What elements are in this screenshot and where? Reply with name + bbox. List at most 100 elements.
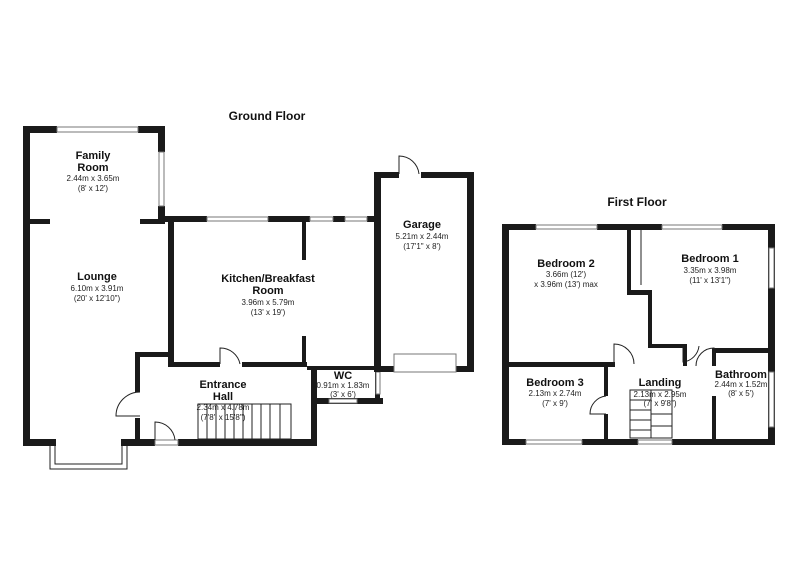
room-name: Landing (639, 377, 682, 389)
room-dimensions: 3.66m (12') (546, 270, 587, 279)
ground-floor-plan (23, 126, 474, 470)
wall (627, 230, 631, 292)
wall (135, 352, 170, 357)
wall (30, 219, 50, 224)
wall (168, 362, 220, 367)
wall (374, 172, 399, 178)
room-name: Bedroom 1 (681, 253, 738, 265)
wall (712, 396, 716, 444)
room-name: Garage (403, 219, 441, 231)
wall (23, 439, 56, 446)
wall (135, 418, 140, 446)
room-kitchen: Kitchen/Breakfast Room 3.96m x 5.79m (13… (221, 273, 315, 317)
wall (627, 290, 651, 295)
room-entrance-hall: Entrance Hall 2.34m x 4.78m (7'8" x 15'8… (197, 379, 250, 422)
garage-door (393, 353, 457, 373)
room-family: Family Room 2.44m x 3.65m (8' x 12') (67, 150, 120, 193)
room-dimensions: 3.35m x 3.98m (684, 266, 737, 275)
room-dimensions: (11' x 13'1") (689, 276, 731, 285)
wall (421, 172, 474, 178)
wall (648, 344, 683, 348)
bedroom2-door-swing (613, 343, 635, 365)
staircase (629, 389, 673, 439)
kitchen-door-swing (219, 347, 241, 365)
room-dimensions: (7'8" x 15'8") (201, 413, 246, 422)
room-bathroom: Bathroom 2.44m x 1.52m (8' x 5') (715, 369, 768, 398)
window (375, 371, 381, 395)
room-name: Entrance (199, 379, 246, 391)
wall (374, 172, 381, 372)
wall (768, 224, 775, 445)
wall (722, 224, 775, 230)
window (535, 224, 598, 230)
room-dimensions: (7' x 9'8") (643, 399, 676, 408)
wall (135, 439, 155, 446)
room-name: Kitchen/Breakfast (221, 273, 315, 285)
room-name: Family (76, 150, 112, 162)
room-dimensions: 2.44m x 1.52m (715, 380, 768, 389)
wall (648, 290, 652, 348)
room-bedroom-1: Bedroom 1 3.35m x 3.98m (11' x 13'1") (681, 253, 738, 285)
room-name: Lounge (77, 271, 117, 283)
ground-floor-title: Ground Floor (229, 109, 306, 123)
wall (456, 366, 474, 372)
room-dimensions: 5.21m x 2.44m (396, 232, 449, 241)
room-landing: Landing 2.13m x 2.95m (7' x 9'8") (634, 377, 687, 408)
wall (158, 206, 165, 220)
room-name: Hall (213, 391, 233, 403)
room-dimensions: (8' x 12') (78, 184, 109, 193)
window (309, 216, 334, 222)
wall (604, 362, 608, 396)
window (328, 398, 358, 404)
room-lounge: Lounge 6.10m x 3.91m (20' x 12'10") (71, 271, 124, 303)
wall (165, 216, 207, 222)
window (661, 224, 723, 230)
window (637, 439, 673, 445)
room-name: Room (77, 162, 108, 174)
bedroom3-door-swing (589, 395, 607, 415)
wall (168, 216, 174, 366)
wall (672, 439, 775, 445)
room-dimensions: 0.91m x 1.83m (317, 381, 370, 390)
room-dimensions: (7' x 9') (542, 399, 568, 408)
wall (502, 224, 509, 445)
wall (268, 216, 310, 222)
window (344, 216, 368, 222)
wall (135, 352, 140, 392)
wall (604, 414, 608, 444)
room-dimensions: (20' x 12'10") (74, 294, 121, 303)
window (525, 439, 583, 445)
wall (502, 439, 526, 445)
wall (467, 172, 474, 372)
wall (509, 362, 615, 367)
wall (307, 366, 377, 370)
room-garage: Garage 5.21m x 2.44m (17'1" x 8') (396, 219, 449, 251)
hall-door-swing (115, 391, 141, 417)
room-name: Room (252, 285, 283, 297)
wall (138, 126, 165, 133)
wall (502, 224, 536, 230)
bay-window (54, 446, 123, 465)
room-dimensions: 2.13m x 2.95m (634, 390, 687, 399)
room-dimensions: (13' x 19') (251, 308, 286, 317)
window (56, 126, 139, 133)
room-dimensions: 2.44m x 3.65m (67, 174, 120, 183)
room-dimensions: (3' x 6') (330, 390, 356, 399)
room-dimensions: (17'1" x 8') (403, 242, 441, 251)
wall (333, 216, 345, 222)
garage-door-swing (398, 155, 420, 175)
room-name: Bedroom 2 (537, 258, 594, 270)
window (768, 371, 775, 428)
room-wc: WC 0.91m x 1.83m (3' x 6') (317, 370, 370, 399)
wall (158, 126, 165, 152)
window (154, 439, 179, 446)
room-dimensions: 6.10m x 3.91m (71, 284, 124, 293)
wall (140, 219, 165, 224)
wall (302, 222, 306, 260)
wall (582, 439, 638, 445)
staircase (197, 403, 292, 440)
bay-window (49, 446, 128, 470)
wall (242, 362, 307, 367)
wall (367, 216, 379, 222)
